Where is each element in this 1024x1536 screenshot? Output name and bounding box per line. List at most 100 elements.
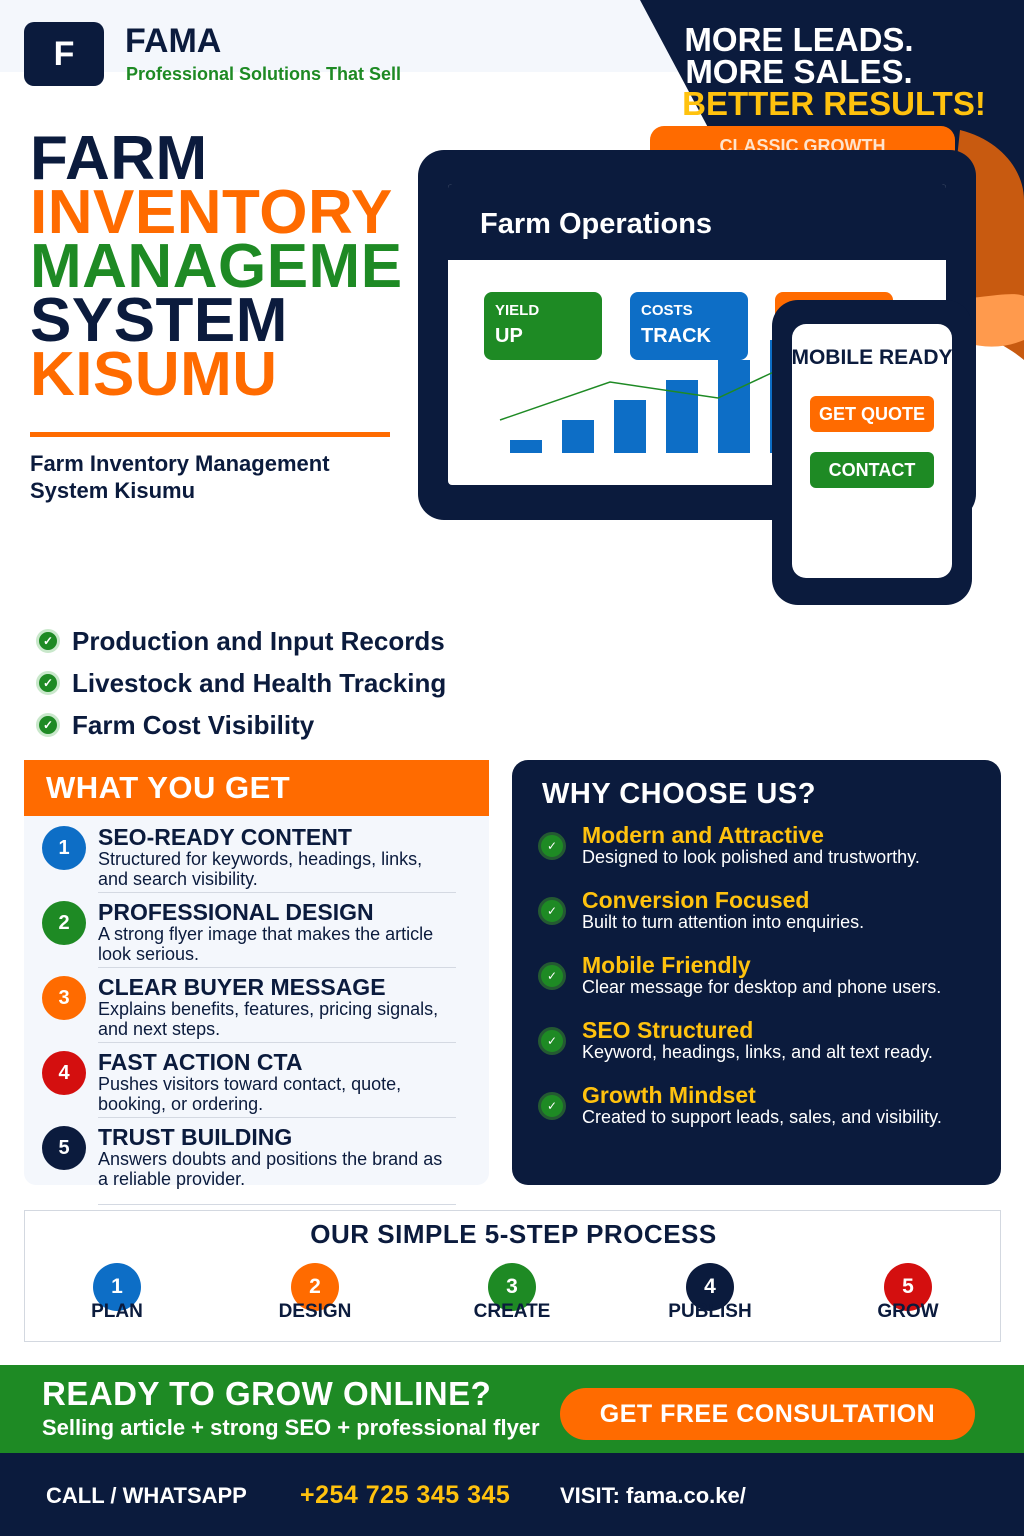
brand-tagline: Professional Solutions That Sell [126, 64, 402, 84]
title-line-1: FARM [30, 124, 208, 193]
benefit-desc: Explains benefits, features, pricing sig… [98, 999, 439, 1039]
what-you-get-panel [24, 760, 489, 1185]
website-link[interactable]: VISIT: fama.co.ke/ [560, 1483, 746, 1508]
benefit-title: SEO-READY CONTENT [98, 824, 352, 850]
check-icon: ✓ [538, 962, 566, 990]
cta-subtitle: Selling article + strong SEO + professio… [42, 1415, 540, 1440]
why-choose-title: WHY CHOOSE US? [542, 778, 816, 810]
stat-value: UP [495, 325, 523, 347]
divider [98, 1042, 456, 1043]
process-step: 4 PUBLISH [660, 1263, 760, 1323]
check-icon: ✓ [36, 671, 60, 695]
phone-number-link[interactable]: +254 725 345 345 [300, 1481, 511, 1509]
reason-desc: Designed to look polished and trustworth… [582, 847, 920, 867]
benefit-item: 5 TRUST BUILDING Answers doubts and posi… [42, 1124, 457, 1205]
get-quote-button[interactable]: GET QUOTE [810, 396, 934, 432]
chart-trend-line [499, 369, 779, 421]
number-badge: 5 [42, 1126, 86, 1170]
title-divider [30, 432, 390, 437]
call-label: CALL / WHATSAPP [46, 1483, 247, 1508]
process-step: 3 CREATE [462, 1263, 562, 1323]
stat-card-costs[interactable]: COSTS TRACK [630, 292, 748, 360]
brand-name: FAMA [125, 22, 222, 60]
check-icon: ✓ [538, 897, 566, 925]
stat-card-yield[interactable]: YIELD UP [484, 292, 602, 360]
footer: CALL / WHATSAPP +254 725 345 345 VISIT: … [0, 1453, 1024, 1536]
reason-item: ✓ Growth Mindset Created to support lead… [536, 1082, 986, 1147]
reason-desc: Built to turn attention into enquiries. [582, 912, 865, 932]
phone-screen: MOBILE READY GET QUOTE CONTACT [792, 324, 952, 578]
benefit-item: 1 SEO-READY CONTENT Structured for keywo… [42, 824, 457, 899]
chart-bar [614, 400, 646, 453]
reason-title: SEO Structured [582, 1017, 754, 1043]
feature-text: Livestock and Health Tracking [72, 667, 447, 698]
benefit-title: TRUST BUILDING [98, 1124, 293, 1150]
headline-line-2: MORE SALES. [685, 53, 913, 90]
headline-line-3: BETTER RESULTS! [682, 85, 986, 122]
stat-label: YIELD [495, 302, 540, 319]
chart-bar [510, 440, 542, 453]
check-icon: ✓ [538, 832, 566, 860]
reason-item: ✓ Mobile Friendly Clear message for desk… [536, 952, 986, 1017]
feature-text: Farm Cost Visibility [72, 709, 315, 740]
reason-title: Modern and Attractive [582, 822, 824, 848]
what-you-get-header: WHAT YOU GET [24, 760, 489, 816]
check-icon: ✓ [36, 713, 60, 737]
reason-item: ✓ Conversion Focused Built to turn atten… [536, 887, 986, 952]
feature-item: ✓ Production and Input Records [36, 626, 445, 656]
benefit-item: 3 CLEAR BUYER MESSAGE Explains benefits,… [42, 974, 457, 1049]
process-step: 5 GROW [858, 1263, 958, 1323]
title-line-2: INVENTORY [30, 178, 393, 247]
reason-title: Conversion Focused [582, 887, 810, 913]
benefit-item: 2 PROFESSIONAL DESIGN A strong flyer ima… [42, 899, 457, 974]
check-icon: ✓ [36, 629, 60, 653]
chart-bar [562, 420, 594, 453]
number-badge: 1 [42, 826, 86, 870]
benefit-desc: Pushes visitors toward contact, quote, b… [98, 1074, 402, 1114]
process-title: OUR SIMPLE 5-STEP PROCESS [310, 1219, 717, 1249]
step-number: 1 [93, 1263, 141, 1311]
step-number: 4 [686, 1263, 734, 1311]
reason-title: Mobile Friendly [582, 952, 751, 978]
step-number: 3 [488, 1263, 536, 1311]
chart-bar [718, 360, 750, 453]
why-choose-panel: WHY CHOOSE US? ✓ Modern and Attractive D… [512, 760, 1001, 1185]
stat-label: COSTS [641, 302, 693, 319]
divider [98, 1204, 456, 1205]
step-label: DESIGN [278, 1301, 352, 1322]
reason-item: ✓ SEO Structured Keyword, headings, link… [536, 1017, 986, 1082]
benefit-desc: Answers doubts and positions the brand a… [98, 1149, 443, 1189]
stat-value: TRACK [641, 325, 711, 347]
benefit-desc: Structured for keywords, headings, links… [98, 849, 423, 889]
contact-button[interactable]: CONTACT [810, 452, 934, 488]
reason-desc: Clear message for desktop and phone user… [582, 977, 942, 997]
reason-title: Growth Mindset [582, 1082, 756, 1108]
step-label: CREATE [473, 1301, 551, 1322]
reason-desc: Keyword, headings, links, and alt text r… [582, 1042, 933, 1062]
brand-logo[interactable]: F [24, 22, 104, 86]
phone-title: MOBILE READY [792, 346, 952, 369]
process-section: OUR SIMPLE 5-STEP PROCESS 1 PLAN 2 DESIG… [24, 1210, 1001, 1342]
reason-item: ✓ Modern and Attractive Designed to look… [536, 822, 986, 887]
number-badge: 2 [42, 901, 86, 945]
step-label: PUBLISH [668, 1301, 752, 1322]
title-line-4: SYSTEM [30, 286, 288, 355]
benefit-title: CLEAR BUYER MESSAGE [98, 974, 386, 1000]
reason-desc: Created to support leads, sales, and vis… [582, 1107, 942, 1127]
benefit-title: FAST ACTION CTA [98, 1049, 303, 1075]
divider [98, 967, 456, 968]
title-line-5: KISUMU [30, 340, 278, 409]
step-number: 2 [291, 1263, 339, 1311]
feature-item: ✓ Farm Cost Visibility [36, 710, 314, 740]
number-badge: 4 [42, 1051, 86, 1095]
step-label: GROW [877, 1301, 939, 1322]
check-icon: ✓ [538, 1092, 566, 1120]
what-you-get-title: WHAT YOU GET [46, 770, 291, 805]
step-label: PLAN [91, 1301, 143, 1322]
feature-item: ✓ Livestock and Health Tracking [36, 668, 446, 698]
benefit-desc: A strong flyer image that makes the arti… [98, 924, 434, 964]
benefit-item: 4 FAST ACTION CTA Pushes visitors toward… [42, 1049, 457, 1124]
feature-text: Production and Input Records [72, 625, 445, 656]
free-consultation-button[interactable]: GET FREE CONSULTATION [560, 1388, 975, 1440]
process-step: 2 DESIGN [265, 1263, 365, 1323]
